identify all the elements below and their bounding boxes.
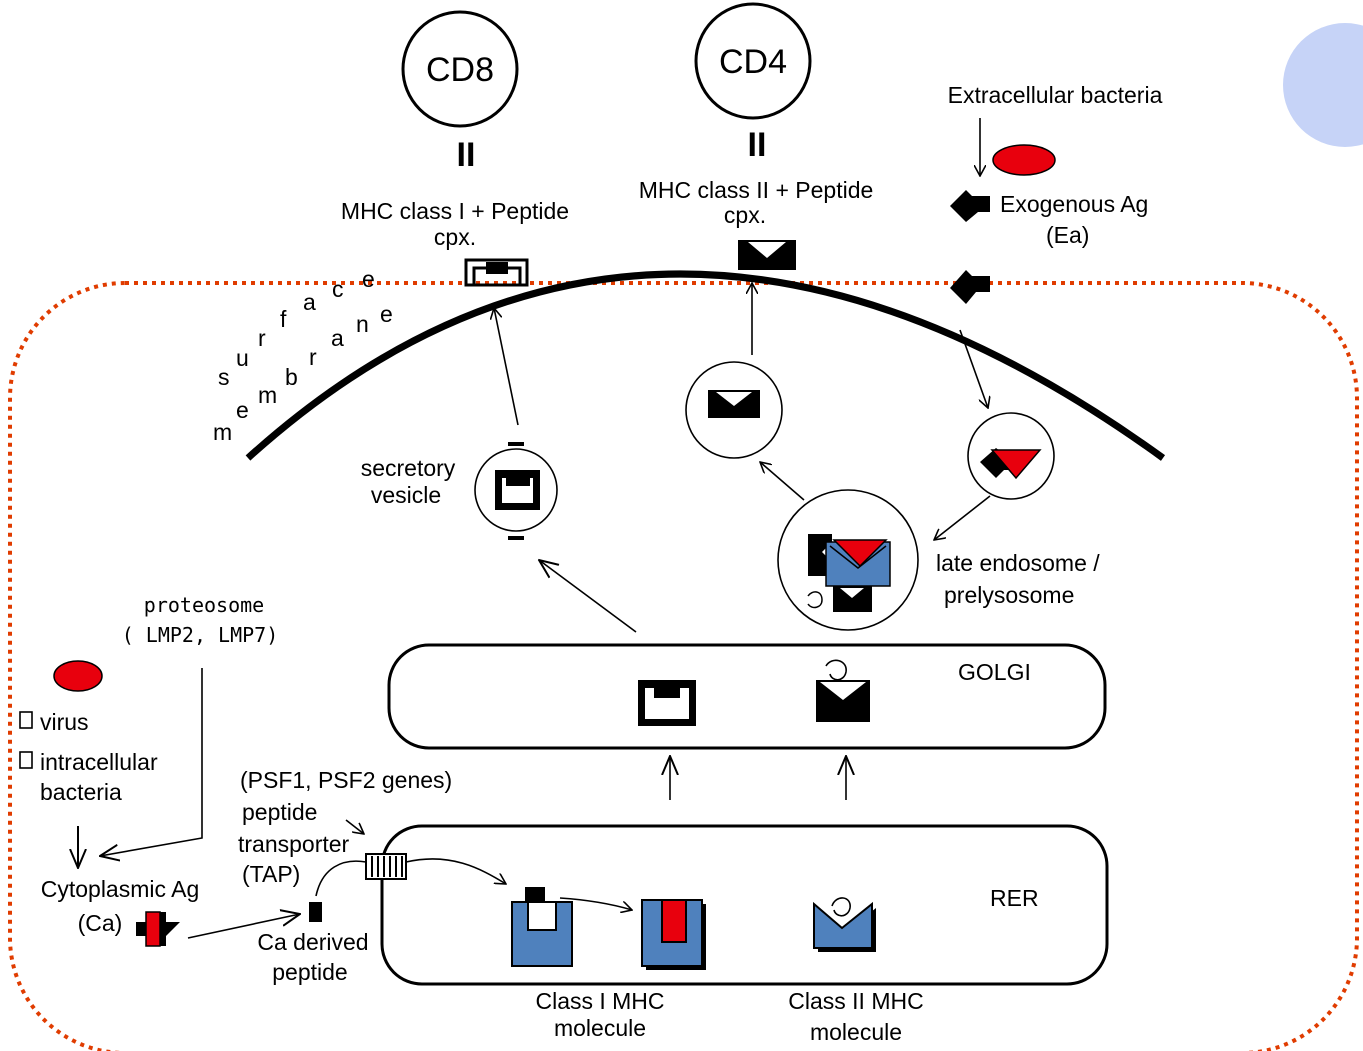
mhc1-complex-label: MHC class I + Peptide [341,198,569,224]
golgi: GOLGI [387,643,1107,750]
class1-mhc-label: Class I MHC [535,988,664,1014]
surface-membrane-label: s u r f a c e m e m b r a n e [213,266,393,445]
cd4-label: CD4 [719,43,787,81]
late-endosome [777,489,919,631]
membrane-letter: e [236,397,249,423]
peptide-to-tap-line [315,860,367,897]
membrane-letter: a [303,289,316,315]
cd8-cell: CD8 II [401,10,519,174]
proteosome-label: proteosome [144,593,264,617]
class1-loading-arrow [559,897,632,910]
secretory-vesicle-label: secretory [361,455,456,481]
ca-derived-peptide-label: Ca derived [257,929,368,955]
surface-membrane [245,270,1166,461]
endosome-to-vesicle-arrow [760,462,805,501]
secretory-to-surface-arrow [494,308,519,426]
transporter-label: peptide [242,799,317,825]
corner-decoration [1283,23,1363,147]
exogenous-ag-membrane-icon [950,270,990,304]
cytoplasmic-ag-label: Cytoplasmic Ag [41,876,200,902]
secretory-vesicle-label-2: vesicle [371,482,441,508]
endocytic-vesicle [967,412,1055,500]
membrane-letter: r [309,344,317,370]
bullet-icon [19,751,33,769]
transporter-pointer-arrow [345,819,364,834]
rer-label: RER [990,885,1039,911]
psf-genes-label: (PSF1, PSF2 genes) [240,767,452,793]
ca-derived-peptide-label-2: peptide [272,959,347,985]
cd8-binding-bars: II [457,136,476,174]
mhc2-surface-complex [738,240,796,270]
membrane-letter: r [258,325,266,351]
ca-derived-peptide-icon [309,902,322,922]
cd4-binding-bars: II [748,126,767,164]
membrane-letter: e [380,301,393,327]
mhc1-surface-complex [464,258,529,287]
extracellular-bacterium-icon [992,144,1056,176]
transporter-label-3: (TAP) [242,861,300,887]
virus-particle-icon [53,660,103,692]
membrane-letter: s [218,364,230,390]
class2-mhc-label-2: molecule [810,1019,902,1045]
membrane-letter: n [356,311,369,337]
exogenous-ag-icon [950,190,990,222]
cytoplasmic-ag-label-2: (Ca) [78,910,123,936]
mhc2-complex-label-2: cpx. [724,202,766,228]
late-endosome-label-2: prelysosome [944,582,1074,608]
vesicle-to-endosome-arrow [934,495,991,540]
class2-mhc-label: Class II MHC [788,988,923,1014]
exogenous-ag-label-2: (Ea) [1046,222,1089,248]
membrane-letter: e [362,266,375,292]
cd8-label: CD8 [426,51,494,89]
membrane-letter: u [236,345,249,371]
class1-mhc-label-2: molecule [554,1015,646,1041]
proteosome-label-2: ( LMP2, LMP7) [122,623,279,647]
membrane-letter: a [331,325,344,351]
intracellular-label-2: bacteria [40,779,122,805]
membrane-letter: f [280,306,287,332]
tap-to-class1-arrow [405,858,506,884]
late-endosome-label: late endosome / [936,550,1100,576]
proteosome-arrow [100,668,203,856]
membrane-letter: c [332,276,344,302]
exogenous-ag-label: Exogenous Ag [1000,191,1148,217]
endocytosis-arrow [959,329,988,408]
membrane-letter: b [285,364,298,390]
golgi-label: GOLGI [958,659,1031,685]
secretory-vesicle [474,442,558,540]
cell-boundary [8,281,1359,1051]
cytoplasmic-ag-icon [136,911,180,947]
mhc2-complex-label: MHC class II + Peptide [639,177,874,203]
intracellular-label: intracellular [40,749,158,775]
transporter-label-2: transporter [238,831,350,857]
membrane-letter: m [258,382,277,408]
rer: RER [365,824,1109,986]
virus-label: virus [40,709,89,735]
ca-to-peptide-arrow [187,914,300,939]
mhc2-transport-vesicle [685,361,783,459]
bullet-icon [19,711,33,729]
membrane-letter: m [213,419,232,445]
mhc1-complex-label-2: cpx. [434,224,476,250]
extracellular-bacteria-label: Extracellular bacteria [948,82,1163,108]
cd4-cell: CD4 II [694,2,812,164]
golgi-to-secretory-arrow [539,560,637,633]
